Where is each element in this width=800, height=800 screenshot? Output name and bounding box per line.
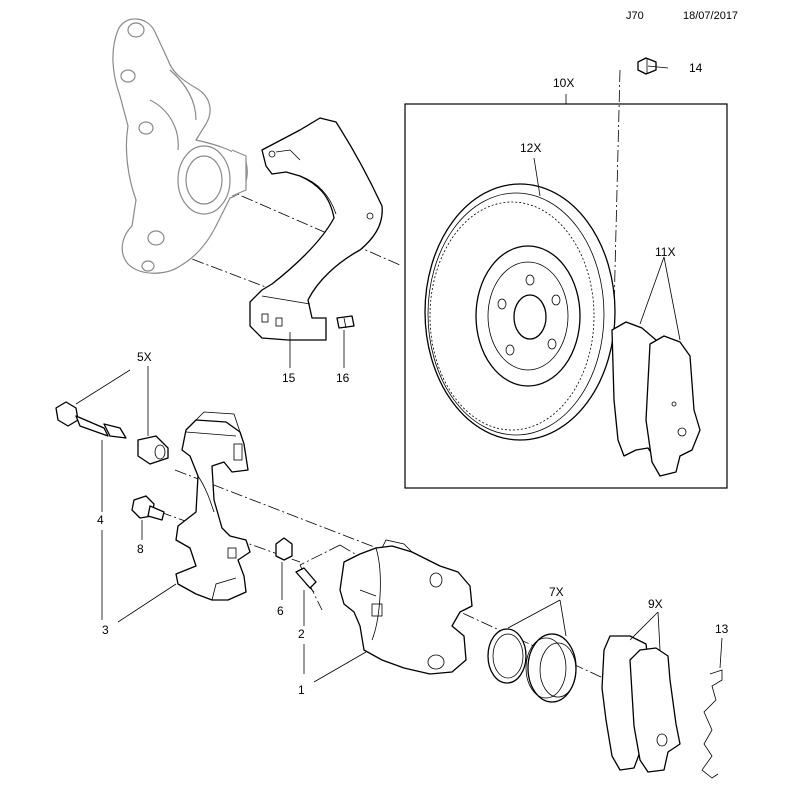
callout-8: 8 <box>137 542 144 556</box>
brake-pads-lower <box>601 635 681 773</box>
callout-12x: 12X <box>520 141 541 155</box>
spring-clip-13 <box>701 669 723 779</box>
callout-14: 14 <box>689 61 703 75</box>
leader-lines <box>75 65 723 683</box>
splash-shield <box>249 117 383 341</box>
caliper-carrier <box>175 411 251 601</box>
callout-2: 2 <box>298 627 305 641</box>
bleed-screw-2 <box>295 567 317 593</box>
callout-15: 15 <box>282 371 296 385</box>
callout-10x: 10X <box>553 76 574 90</box>
callout-3: 3 <box>102 623 109 637</box>
piston-boot-7x <box>525 633 577 703</box>
bolt-16 <box>336 315 355 329</box>
bolt-8 <box>131 495 165 521</box>
callout-7x: 7X <box>549 585 564 599</box>
diagram-date: 18/07/2017 <box>683 10 738 22</box>
guide-sleeve-5x <box>137 435 169 465</box>
guide-pin-4 <box>55 401 127 439</box>
seal-ring-7x <box>487 628 527 684</box>
callout-11x: 11X <box>655 245 675 259</box>
screw-14 <box>637 57 657 75</box>
callout-9x: 9X <box>648 597 663 611</box>
callout-4: 4 <box>97 513 104 527</box>
callout-16: 16 <box>336 371 350 385</box>
brake-pads-upper <box>611 321 701 477</box>
callout-13: 13 <box>715 622 729 636</box>
callout-1: 1 <box>298 683 305 697</box>
brake-caliper <box>339 539 473 675</box>
callouts: 10X 12X 11X 14 15 16 5X 4 8 3 6 2 1 7X 9… <box>97 61 729 697</box>
bleed-cap-6 <box>275 537 293 561</box>
brake-disc <box>424 183 616 441</box>
callout-6: 6 <box>277 604 284 618</box>
diagram-code: J70 <box>626 10 644 22</box>
callout-5x: 5X <box>137 350 152 364</box>
steering-knuckle <box>112 18 248 274</box>
